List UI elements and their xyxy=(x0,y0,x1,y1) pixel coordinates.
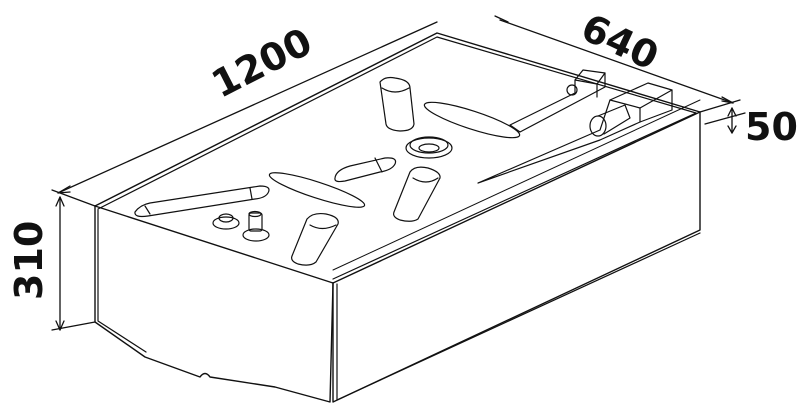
fitting-height-dimension-label: 50 xyxy=(745,105,798,149)
tank-body xyxy=(94,32,701,403)
height-dimension-label: 310 xyxy=(7,220,51,300)
fittings xyxy=(477,69,673,184)
dimension-lines xyxy=(51,15,746,331)
top-features xyxy=(134,76,521,266)
